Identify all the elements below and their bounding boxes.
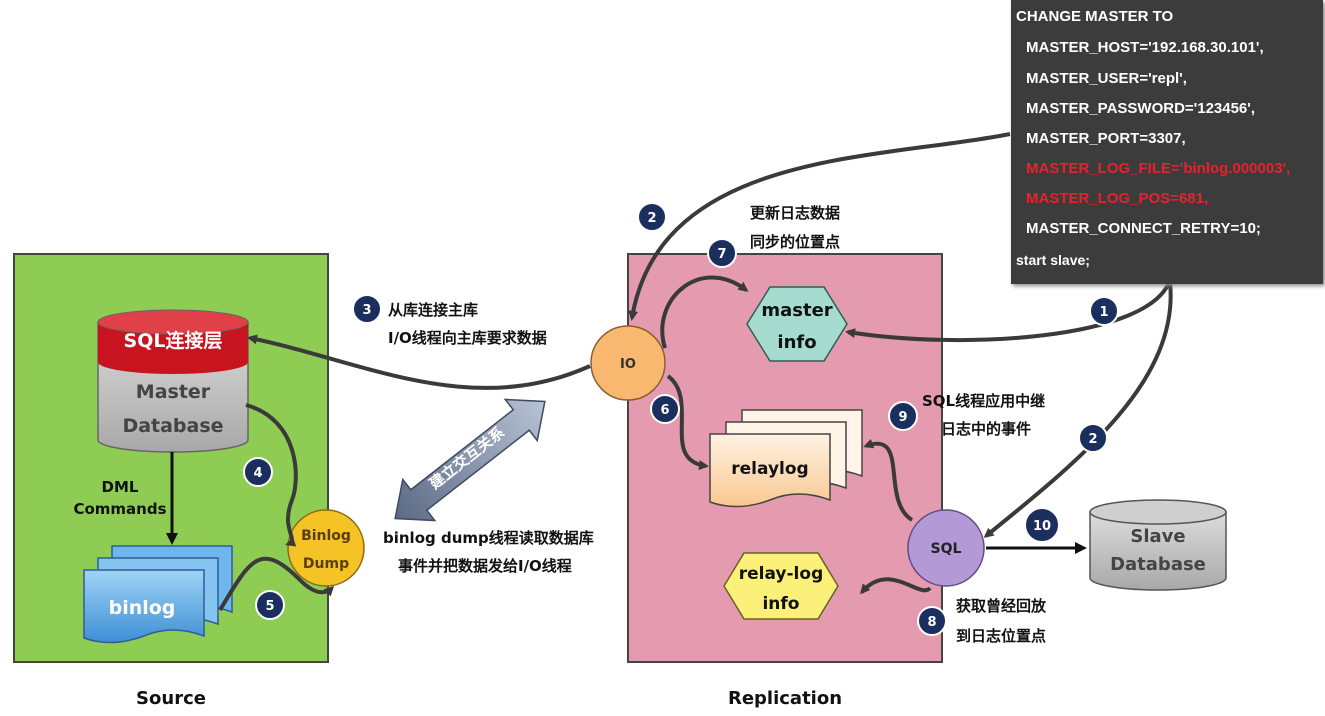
interaction-label: 建立交互关系	[426, 423, 508, 493]
binlog-dump-label-1: Binlog	[301, 528, 351, 544]
step-badge-8	[917, 606, 947, 636]
step-badge-5	[255, 590, 285, 620]
relay-log-info-hexagon	[723, 552, 839, 620]
step-8-number: 8	[927, 615, 936, 630]
relay-log-info-label-1: relay-log	[739, 564, 824, 584]
change-master-command-box: CHANGE MASTER TO MASTER_HOST='192.168.30…	[1011, 0, 1323, 284]
step-badge-1	[1089, 296, 1119, 326]
flow-arrows	[218, 132, 1173, 612]
cmd-line-2: MASTER_USER='repl',	[1026, 70, 1187, 87]
annotation-fetch-2: 到日志位置点	[956, 627, 1046, 645]
sql-node	[907, 509, 985, 587]
slave-db-label-1: Slave	[1130, 526, 1185, 547]
step-5-number: 5	[265, 599, 274, 614]
step-6-number: 6	[660, 403, 669, 418]
relaylog-label: relaylog	[731, 459, 808, 479]
io-label: IO	[620, 357, 636, 372]
io-node	[590, 325, 666, 401]
annotation-fetch-1: 获取曾经回放	[956, 597, 1047, 615]
cmd-line-8: start slave;	[1016, 252, 1090, 268]
step-9-number: 9	[898, 410, 907, 425]
step-badge-2b	[1078, 423, 1108, 453]
cmd-line-5: MASTER_LOG_FILE='binlog.000003',	[1026, 160, 1291, 177]
cmd-line-7: MASTER_CONNECT_RETRY=10;	[1026, 220, 1261, 237]
cmd-line-6: MASTER_LOG_POS=681,	[1026, 190, 1209, 207]
cmd-line-4: MASTER_PORT=3307,	[1026, 130, 1186, 147]
sql-layer-label: SQL连接层	[124, 329, 223, 352]
master-info-label-1: master	[761, 300, 832, 321]
step-2a-number: 2	[647, 211, 656, 226]
step-badge-10	[1024, 507, 1060, 543]
replication-title: Replication	[728, 688, 842, 709]
step-badges	[243, 202, 1119, 636]
interaction-arrow	[394, 398, 546, 522]
binlog-dump-node	[287, 509, 365, 587]
annotation-dump-2: 事件并把数据发给I/O线程	[398, 557, 572, 575]
cmd-line-3: MASTER_PASSWORD='123456',	[1026, 100, 1256, 117]
annotation-connect-2: I/O线程向主库要求数据	[388, 329, 547, 347]
master-info-label-2: info	[777, 332, 816, 353]
binlog-label: binlog	[109, 597, 176, 619]
step-badge-4	[243, 457, 273, 487]
step-badge-9	[888, 401, 918, 431]
dml-label-2: Commands	[73, 500, 166, 518]
annotation-update-1: 更新日志数据	[750, 204, 840, 222]
relaylog-docs	[709, 409, 863, 508]
source-title: Source	[136, 688, 206, 709]
annotation-sql-apply-1: SQL线程应用中继	[922, 392, 1045, 410]
annotation-connect-1: 从库连接主库	[388, 301, 478, 319]
step-badge-3	[352, 294, 382, 324]
master-info-hexagon	[746, 286, 848, 362]
slave-db-label-2: Database	[1110, 554, 1206, 575]
master-database	[97, 309, 249, 453]
master-db-label-2: Database	[122, 415, 223, 437]
step-badge-2a	[637, 202, 667, 232]
step-4-number: 4	[253, 466, 262, 481]
annotation-update-2: 同步的位置点	[750, 233, 840, 251]
step-badge-7	[707, 238, 737, 268]
binlog-docs	[83, 545, 233, 644]
master-db-label-1: Master	[136, 381, 211, 403]
relay-log-info-label-2: info	[762, 594, 799, 614]
binlog-dump-label-2: Dump	[303, 556, 349, 572]
cmd-line-1: MASTER_HOST='192.168.30.101',	[1026, 39, 1264, 56]
step-3-number: 3	[362, 303, 371, 318]
sql-node-label: SQL	[931, 541, 962, 557]
dml-label-1: DML	[102, 478, 139, 496]
annotation-dump-1: binlog dump线程读取数据库	[383, 529, 594, 547]
step-1-number: 1	[1099, 305, 1108, 320]
step-2b-number: 2	[1088, 432, 1097, 447]
step-10-number: 10	[1033, 519, 1051, 534]
step-7-number: 7	[717, 247, 726, 262]
annotation-sql-apply-2: 日志中的事件	[941, 420, 1031, 438]
slave-database	[1089, 499, 1227, 591]
cmd-line-0: CHANGE MASTER TO	[1016, 8, 1174, 25]
step-badge-6	[650, 394, 680, 424]
